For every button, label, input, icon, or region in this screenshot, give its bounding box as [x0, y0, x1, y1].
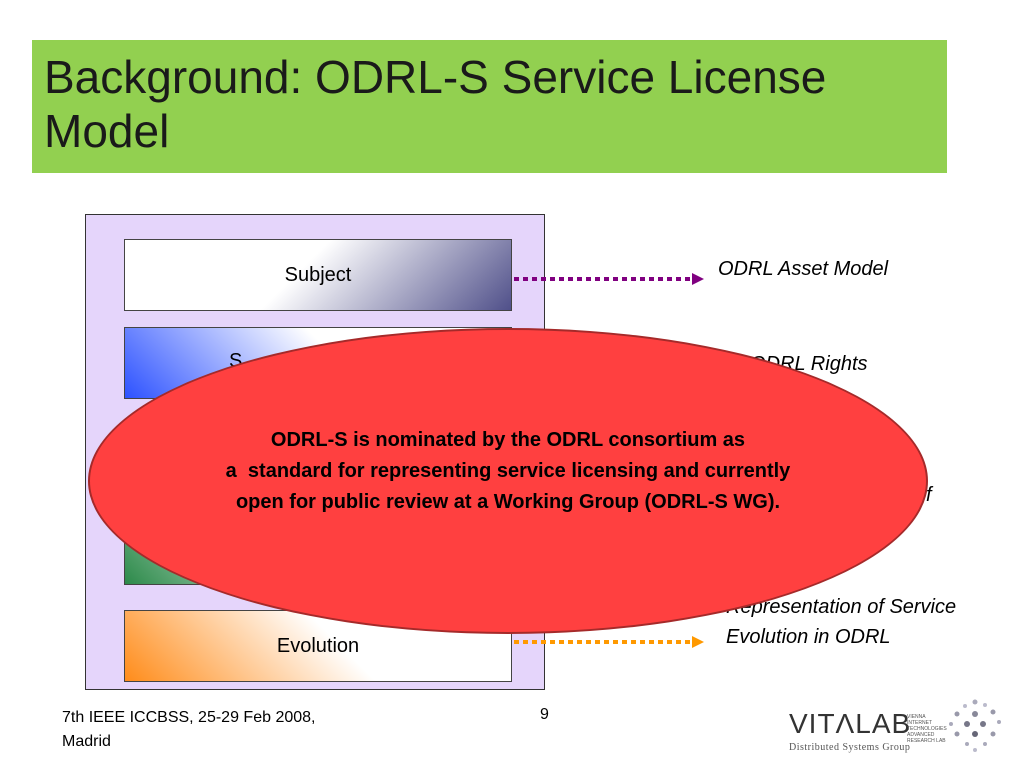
page-number: 9: [540, 706, 549, 723]
callout-line-2: a standard for representing service lice…: [225, 459, 791, 482]
evolution-arrow-head: [692, 636, 704, 648]
logo-wordmark: VITΛLAB: [789, 708, 912, 739]
title-bar: Background: ODRL-S Service License Model: [32, 40, 947, 173]
subject-box: Subject: [124, 239, 512, 311]
evolution-label: Evolution: [276, 634, 360, 657]
slide-title: Background: ODRL-S Service License Model: [44, 51, 827, 157]
logo-small-text: VIENNA INTERNET TECHNOLOGIES ADVANCED RE…: [907, 714, 947, 744]
vitalab-logo: VITΛLAB VIENNA INTERNET TECHNOLOGIES ADV…: [785, 696, 1005, 756]
callout-line-1: ODRL-S is nominated by the ODRL consorti…: [270, 428, 746, 451]
partial-label: f: [926, 484, 932, 506]
callout-line-3: open for public review at a Working Grou…: [235, 490, 781, 513]
logo-dots-icon: [949, 699, 1001, 752]
odrl-asset-model-label: ODRL Asset Model: [718, 258, 889, 280]
logo-group-name: Distributed Systems Group: [789, 742, 911, 753]
subject-arrow-head: [692, 273, 704, 285]
footer-conference: 7th IEEE ICCBSS, 25-29 Feb 2008, Madrid: [62, 709, 316, 750]
nomination-callout: ODRL-S is nominated by the ODRL consorti…: [88, 328, 928, 634]
subject-label: Subject: [284, 263, 352, 286]
evolution-representation-label: Representation of Service Evolution in O…: [726, 596, 957, 648]
